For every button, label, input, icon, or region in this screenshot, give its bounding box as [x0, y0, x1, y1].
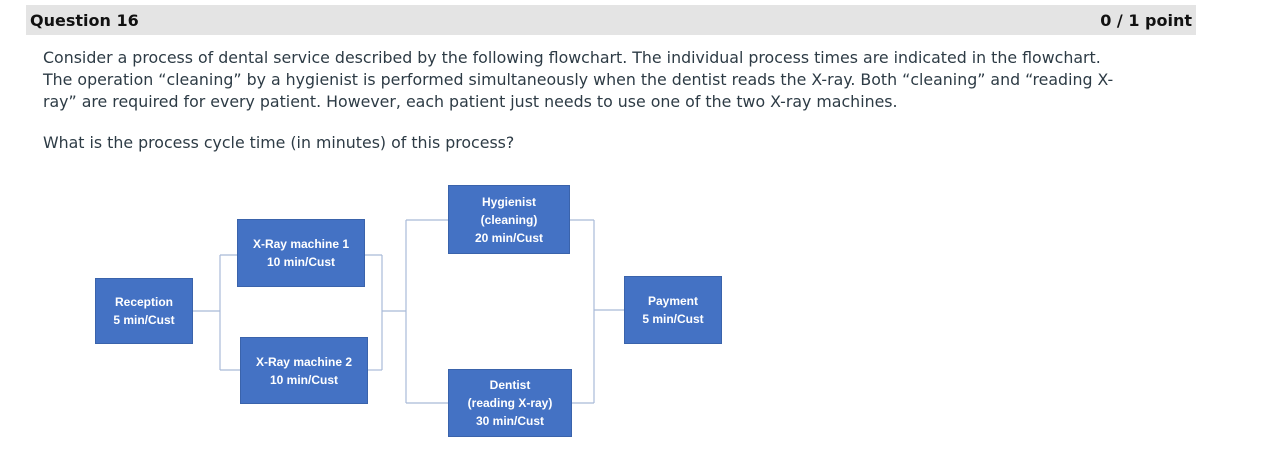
question-title: Question 16 — [30, 10, 139, 30]
question-points: 0 / 1 point — [1100, 10, 1192, 30]
hygienist-box: Hygienist (cleaning) 20 min/Cust — [448, 185, 570, 254]
question-header: Question 16 0 / 1 point — [26, 5, 1196, 35]
question-text-line: Consider a process of dental service des… — [43, 48, 1101, 67]
question-text-line: The operation “cleaning” by a hygienist … — [43, 70, 1114, 89]
payment-box: Payment 5 min/Cust — [624, 276, 722, 344]
dentist-box: Dentist (reading X-ray) 30 min/Cust — [448, 369, 572, 437]
xray-machine-2-box: X-Ray machine 2 10 min/Cust — [240, 337, 368, 404]
reception-box: Reception 5 min/Cust — [95, 278, 193, 344]
xray-machine-1-box: X-Ray machine 1 10 min/Cust — [237, 219, 365, 287]
question-text-line: ray” are required for every patient. How… — [43, 92, 898, 111]
question-text: Consider a process of dental service des… — [43, 47, 1193, 113]
question-prompt: What is the process cycle time (in minut… — [43, 133, 515, 152]
